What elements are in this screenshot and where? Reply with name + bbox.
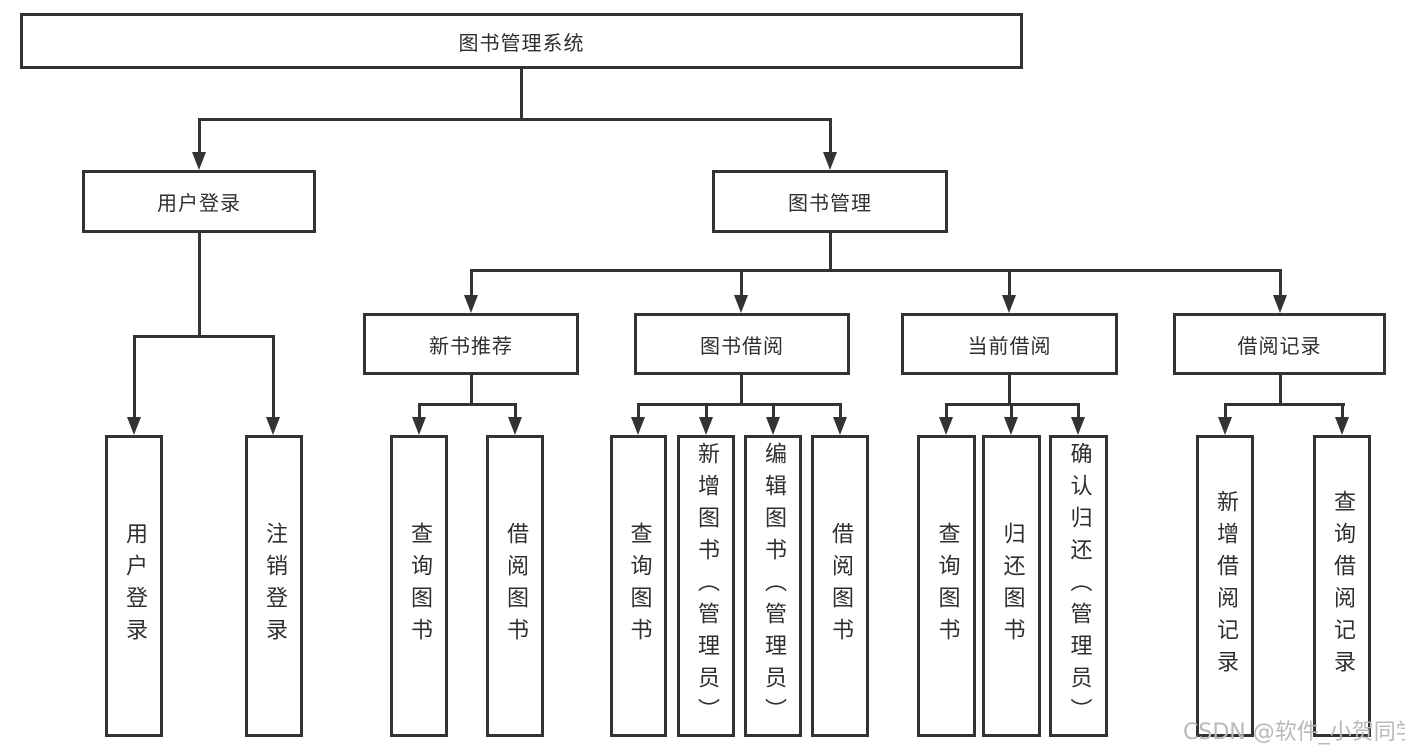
connector-line [198,118,832,121]
connector-line [520,69,523,120]
arrowhead-down-icon [1273,295,1287,313]
arrowhead-down-icon [1218,417,1232,435]
arrowhead-down-icon [266,417,280,435]
arrowhead-down-icon [1004,417,1018,435]
arrowhead-down-icon [192,152,206,170]
connector-line [945,403,948,419]
connector-line [829,233,832,271]
connector-line [829,118,832,155]
connector-line [1279,269,1282,297]
connector-line [839,403,842,419]
leaf-query-books-recommend: 查询图书 [390,435,448,737]
connector-line [1010,403,1013,419]
leaf-add-borrow-record: 新增借阅记录 [1196,435,1254,737]
node-new-book-recommend: 新书推荐 [363,313,579,375]
arrowhead-down-icon [508,417,522,435]
connector-line [198,118,201,155]
arrowhead-down-icon [766,417,780,435]
node-root-library-system: 图书管理系统 [20,13,1023,69]
leaf-borrow-books: 借阅图书 [811,435,869,737]
arrowhead-down-icon [823,152,837,170]
node-user-login: 用户登录 [82,170,316,233]
connector-line [418,403,517,406]
connector-line [133,335,275,338]
node-book-borrow: 图书借阅 [634,313,850,375]
connector-line [1341,403,1344,419]
leaf-add-books-admin: 新增图书（管理员） [677,435,735,737]
connector-line [1077,403,1080,419]
node-book-management: 图书管理 [712,170,948,233]
arrowhead-down-icon [699,417,713,435]
leaf-logout: 注销登录 [245,435,303,737]
leaf-query-borrow-record: 查询借阅记录 [1313,435,1371,737]
connector-line [418,403,421,419]
connector-line [514,403,517,419]
leaf-user-login: 用户登录 [105,435,163,737]
leaf-edit-books-admin: 编辑图书（管理员） [744,435,802,737]
connector-line [133,335,136,419]
connector-line [740,269,743,297]
arrowhead-down-icon [127,417,141,435]
leaf-borrow-books-recommend: 借阅图书 [486,435,544,737]
leaf-return-books: 归还图书 [982,435,1041,737]
arrowhead-down-icon [939,417,953,435]
connector-line [1279,375,1282,406]
arrowhead-down-icon [464,295,478,313]
leaf-query-books-borrow: 查询图书 [610,435,667,737]
connector-line [272,335,275,419]
connector-line [1008,375,1011,406]
connector-line [637,403,640,419]
connector-line [1008,269,1011,297]
arrowhead-down-icon [734,295,748,313]
arrowhead-down-icon [1071,417,1085,435]
arrowhead-down-icon [412,417,426,435]
arrowhead-down-icon [1002,295,1016,313]
arrowhead-down-icon [1335,417,1349,435]
connector-line [470,269,473,297]
connector-line [470,375,473,406]
connector-line [1224,403,1227,419]
connector-line [198,233,201,338]
connector-line [740,375,743,406]
leaf-query-books-current: 查询图书 [917,435,976,737]
connector-line [1224,403,1345,406]
node-current-borrow: 当前借阅 [901,313,1118,375]
connector-line [470,269,1282,272]
arrowhead-down-icon [833,417,847,435]
node-borrow-records: 借阅记录 [1173,313,1386,375]
leaf-confirm-return-admin: 确认归还（管理员） [1049,435,1108,737]
connector-line [705,403,708,419]
connector-line [637,403,842,406]
arrowhead-down-icon [631,417,645,435]
csdn-watermark: CSDN @软件_小贺同学 [1183,720,1405,745]
connector-line [772,403,775,419]
